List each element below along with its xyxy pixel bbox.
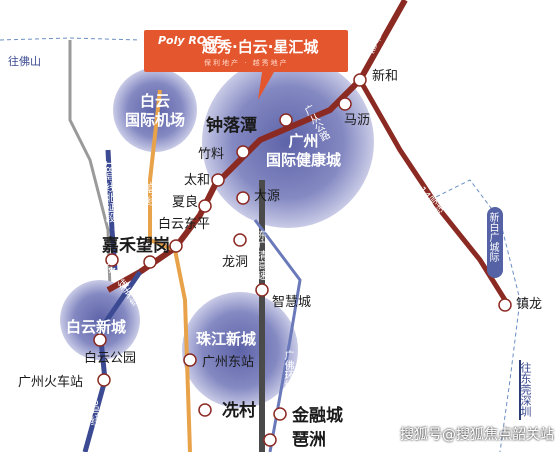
project-subtitle: 保利地产 · 越秀地产 (204, 59, 289, 67)
station-dot-longdong (233, 233, 247, 247)
line-14-east (357, 78, 508, 302)
station-dot-xianchun (198, 403, 212, 417)
station-baiyundongping: 白云东平 (158, 217, 211, 232)
line-guangfo (253, 219, 302, 452)
line-label-18: 18号线北延段 (103, 160, 114, 223)
station-pazhou: 琶洲 (292, 430, 326, 450)
station-dot-by2 (143, 255, 157, 269)
station-mali: 马沥 (344, 113, 371, 128)
station-jinrongcheng: 金融城 (292, 406, 343, 426)
line-label-xinbai: 新白广城际 (487, 212, 498, 262)
station-dot-xialiang (198, 199, 212, 213)
station-zhenlong: 镇龙 (516, 297, 543, 312)
project-banner: Poly ROSE 越秀·白云·星汇城 保利地产 · 越秀地产 (144, 30, 348, 72)
hub-health-city-circle (202, 56, 374, 228)
line-label-2: 2号线 (88, 400, 99, 427)
station-dot-taihe (211, 173, 225, 187)
station-railway: 广州火车站 (18, 375, 84, 390)
station-dot-baiyungongyuan (93, 333, 107, 347)
station-dot-jiahewanggang (169, 239, 183, 253)
station-zhihuicheng: 智慧城 (272, 295, 312, 310)
station-dot-xinhe (353, 73, 367, 87)
label-dongguan: 往东莞深圳 (519, 362, 532, 417)
station-xialiang: 夏良 (172, 195, 199, 210)
station-xinhe: 新和 (372, 69, 399, 84)
hub-zhujiang-label: 珠江新城 (196, 330, 257, 348)
hub-airport-label: 白云 国际机场 (125, 92, 186, 129)
line-2 (82, 270, 143, 452)
line-label-3: 3号线 (144, 180, 155, 207)
station-taihe: 太和 (184, 173, 211, 188)
station-dot-east (183, 353, 197, 367)
station-dot-zhuliao (236, 145, 250, 159)
station-dot-zhenlong (498, 298, 512, 312)
station-xianchun: 冼村 (222, 401, 256, 421)
hub-baiyun-new-town-label: 白云新城 (66, 318, 127, 336)
station-baiyungongyuan: 白云公园 (84, 351, 137, 366)
station-dot-jinrongcheng (273, 407, 287, 421)
station-dot-dayuan (236, 191, 250, 205)
boundary-south (429, 179, 521, 452)
hub-airport-circle (113, 68, 197, 152)
brand-logo: Poly ROSE (158, 34, 222, 47)
line-label-guangfo: 广佛环线 (282, 350, 293, 390)
station-dot-zhongluotan (279, 113, 293, 127)
station-longdong: 龙洞 (222, 255, 249, 270)
station-east: 广州东站 (202, 355, 255, 370)
station-zhuliao: 竹料 (198, 147, 225, 162)
station-zhongluotan: 钟落潭 (206, 116, 257, 136)
banner-pointer (258, 72, 274, 100)
station-dot-mali (338, 97, 352, 111)
watermark: 搜狐号@搜狐焦点韶关站 (400, 427, 554, 443)
project-name: 越秀·白云·星汇城 (202, 38, 319, 56)
boundary-west (0, 37, 141, 41)
station-dot-pazhou (263, 433, 277, 447)
hub-zhujiang-circle (182, 292, 298, 408)
station-dot-railway (97, 373, 111, 387)
station-dayuan: 大源 (254, 189, 281, 204)
station-dot-by1 (105, 253, 119, 267)
line-label-dongtai: 东广清高速 (255, 230, 266, 280)
highway-left (68, 40, 112, 291)
label-wangfoshan: 往佛山 (8, 55, 41, 68)
station-dot-zhihuicheng (255, 283, 269, 297)
station-jiahewanggang: 嘉禾望岗 (102, 236, 170, 256)
hub-health-city-label: 广州 国际健康城 (266, 132, 342, 169)
line-3 (148, 89, 192, 452)
